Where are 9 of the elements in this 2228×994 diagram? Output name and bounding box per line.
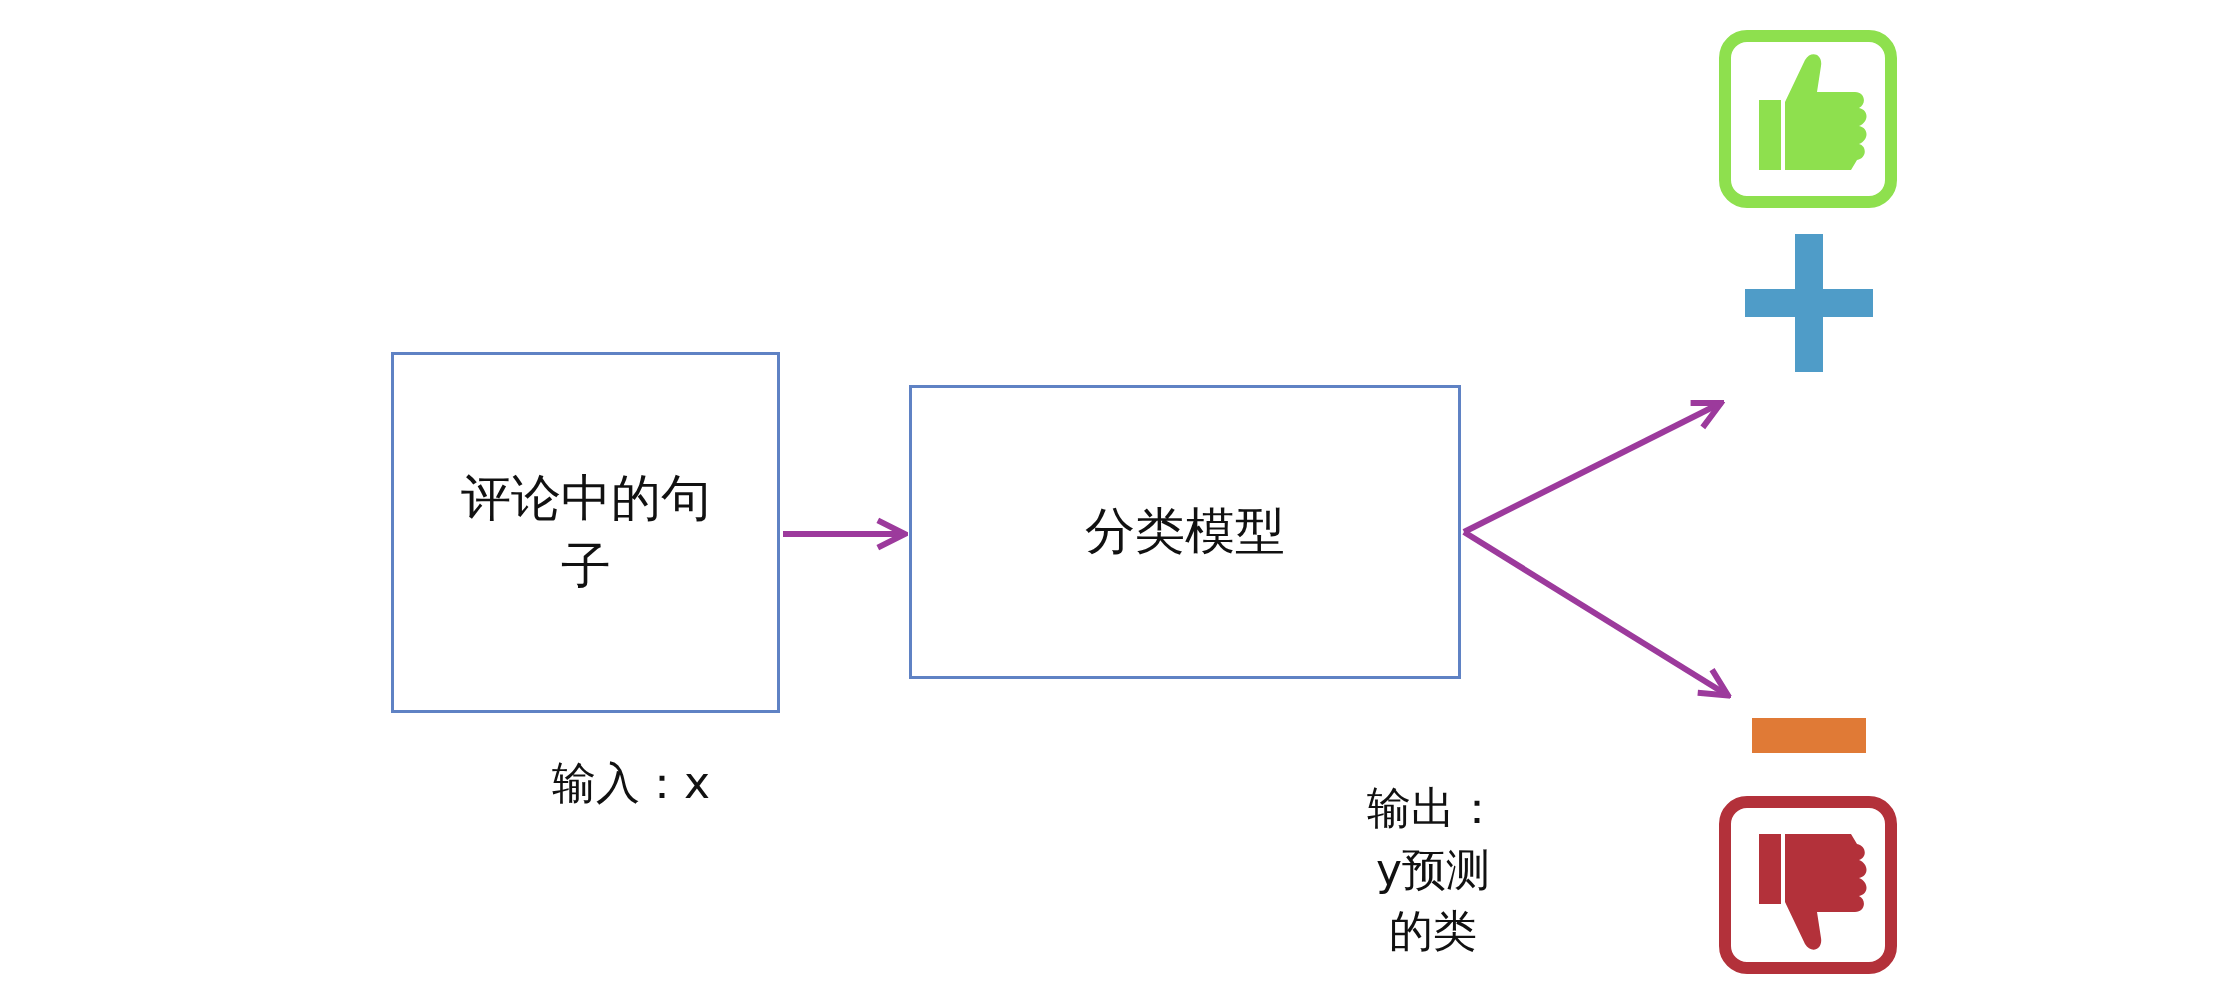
- caption-text: 输入：x: [550, 756, 711, 810]
- arrow: [1462, 529, 1731, 699]
- process-box: 评论中的句子: [391, 352, 780, 713]
- arrow: [1462, 400, 1724, 535]
- minus-sign: [1752, 718, 1866, 753]
- arrow: [783, 517, 908, 551]
- process-box: 分类模型: [909, 385, 1461, 679]
- plus-sign: [1745, 234, 1873, 372]
- caption-text: 输出：y预测的类: [1366, 781, 1500, 959]
